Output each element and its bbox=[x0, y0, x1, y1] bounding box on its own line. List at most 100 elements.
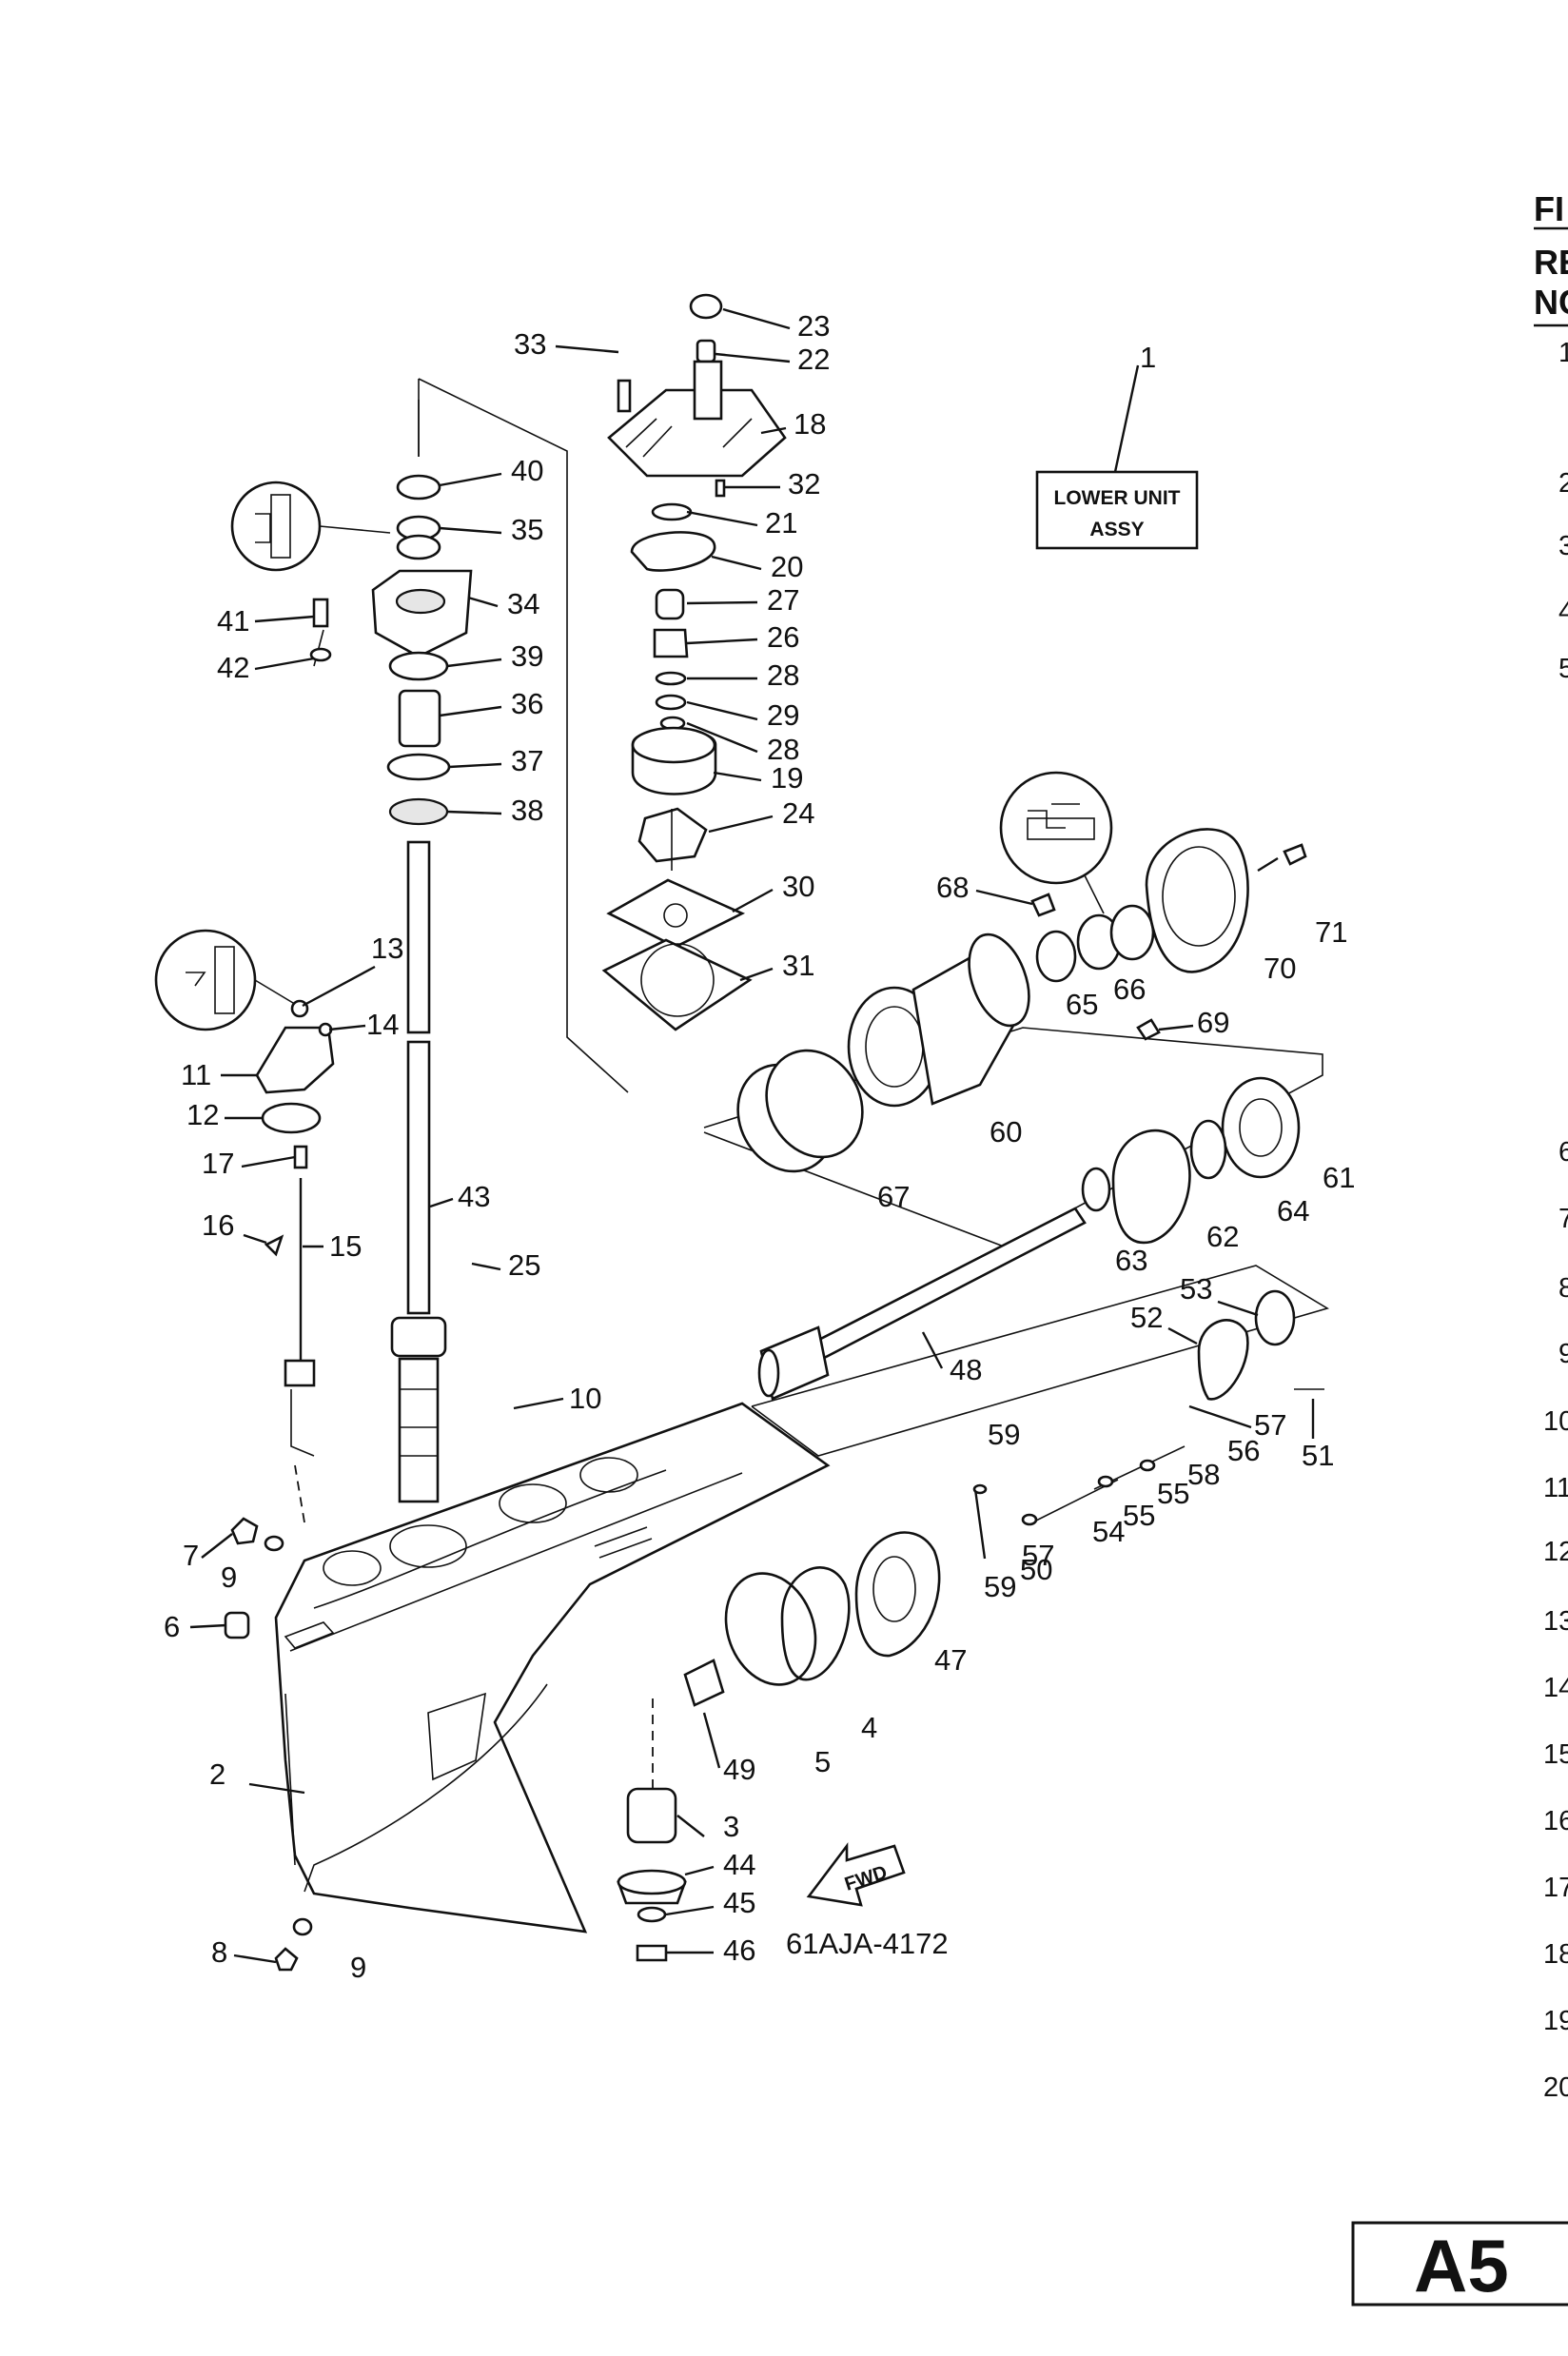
propeller-shaft-frame bbox=[751, 1265, 1329, 1457]
table-row-number: 5 bbox=[1558, 654, 1568, 684]
table-row-number: 7 bbox=[1558, 1204, 1568, 1234]
callout-66: 66 bbox=[1113, 972, 1146, 1006]
callout-18: 18 bbox=[794, 407, 826, 441]
callout-48: 48 bbox=[950, 1353, 982, 1386]
callout-leader bbox=[708, 815, 774, 834]
callout-leader bbox=[254, 615, 315, 623]
callout-54: 54 bbox=[1092, 1515, 1125, 1548]
callout-leader bbox=[429, 1197, 454, 1208]
callout-leader bbox=[686, 721, 758, 754]
callout-59: 59 bbox=[984, 1570, 1016, 1603]
callout-leader bbox=[711, 555, 762, 571]
callout-44: 44 bbox=[723, 1848, 755, 1881]
callout-11: 11 bbox=[181, 1058, 211, 1091]
callout-leader bbox=[1167, 1326, 1198, 1345]
callout-47: 47 bbox=[934, 1643, 967, 1677]
callout-5: 5 bbox=[814, 1745, 831, 1778]
table-row-number: 17 bbox=[1543, 1873, 1568, 1903]
page-badge: A5 bbox=[1351, 2221, 1568, 2307]
callout-leader bbox=[739, 967, 774, 982]
callout-64: 64 bbox=[1277, 1194, 1309, 1227]
callout-leader bbox=[665, 1905, 715, 1916]
callout-61: 61 bbox=[1323, 1161, 1355, 1194]
callout-leader bbox=[732, 888, 774, 913]
callout-leader bbox=[760, 426, 787, 435]
callout-65: 65 bbox=[1066, 988, 1098, 1021]
pinion-stack bbox=[617, 1787, 687, 1962]
callout-39: 39 bbox=[511, 639, 543, 673]
callout-1: 1 bbox=[1140, 341, 1156, 374]
callout-42: 42 bbox=[217, 651, 249, 684]
callout-55: 55 bbox=[1123, 1499, 1155, 1532]
callout-leader bbox=[555, 344, 619, 354]
callout-67: 67 bbox=[877, 1180, 910, 1213]
callout-13: 13 bbox=[371, 932, 403, 965]
callout-leader bbox=[302, 965, 376, 1008]
callout-leader bbox=[248, 1782, 305, 1795]
callout-28: 28 bbox=[767, 658, 799, 692]
callout-leader bbox=[243, 1233, 267, 1245]
callout-41: 41 bbox=[217, 604, 249, 638]
table-row-number: 1 bbox=[1558, 338, 1568, 368]
table-row-number: 6 bbox=[1558, 1137, 1568, 1168]
callout-15: 15 bbox=[329, 1229, 362, 1263]
callout-22: 22 bbox=[797, 343, 830, 376]
callout-20: 20 bbox=[771, 550, 803, 583]
callout-leader bbox=[513, 1397, 564, 1410]
callout-3: 3 bbox=[723, 1810, 739, 1843]
callout-leader bbox=[921, 1331, 944, 1369]
table-row-number: 13 bbox=[1543, 1606, 1568, 1637]
callout-leader bbox=[676, 1815, 705, 1837]
callout-26: 26 bbox=[767, 620, 799, 654]
table-row-number: 20 bbox=[1543, 2072, 1568, 2103]
callout-leader bbox=[722, 307, 791, 330]
table-row-number: 15 bbox=[1543, 1739, 1568, 1770]
callout-leader bbox=[713, 771, 762, 782]
callout-leader bbox=[448, 762, 502, 769]
callout-43: 43 bbox=[458, 1180, 490, 1213]
callout-leader bbox=[446, 658, 502, 668]
fwd-arrow-icon: FWD bbox=[806, 1842, 906, 1907]
callout-32: 32 bbox=[788, 467, 820, 501]
callout-53: 53 bbox=[1180, 1272, 1212, 1306]
callout-17: 17 bbox=[202, 1147, 234, 1180]
callout-leader bbox=[439, 705, 502, 717]
callout-21: 21 bbox=[765, 506, 797, 540]
page-badge-label: A5 bbox=[1414, 2224, 1509, 2307]
callout-12: 12 bbox=[186, 1098, 219, 1131]
callout-46: 46 bbox=[723, 1934, 755, 1967]
callout-57: 57 bbox=[1022, 1539, 1054, 1572]
callout-leader bbox=[233, 1954, 277, 1964]
callout-leader bbox=[1188, 1404, 1252, 1429]
callout-8: 8 bbox=[211, 1935, 227, 1969]
callout-68: 68 bbox=[936, 871, 969, 904]
callout-4: 4 bbox=[861, 1711, 877, 1744]
callout-70: 70 bbox=[1264, 952, 1296, 985]
callout-58: 58 bbox=[1187, 1458, 1220, 1491]
callout-leader bbox=[439, 472, 502, 487]
table-row-number: 19 bbox=[1543, 2006, 1568, 2036]
drive-shaft-assembly bbox=[309, 400, 473, 1503]
callout-6: 6 bbox=[164, 1610, 180, 1643]
callout-38: 38 bbox=[511, 794, 543, 827]
callout-leader bbox=[684, 1865, 715, 1876]
callout-2: 2 bbox=[209, 1757, 225, 1791]
callout-9: 9 bbox=[221, 1561, 237, 1594]
callout-40: 40 bbox=[511, 454, 543, 487]
table-header-no: NC bbox=[1534, 283, 1568, 322]
callout-leader bbox=[1158, 1024, 1194, 1031]
callout-60: 60 bbox=[990, 1115, 1022, 1149]
callout-leader bbox=[254, 657, 315, 671]
callout-leader bbox=[201, 1533, 233, 1559]
callout-leader bbox=[328, 1024, 366, 1031]
callout-37: 37 bbox=[511, 744, 543, 777]
callout-leader bbox=[439, 526, 502, 535]
callout-leader bbox=[471, 1262, 501, 1271]
table-row-number: 2 bbox=[1558, 468, 1568, 499]
callout-9: 9 bbox=[350, 1951, 366, 1984]
callout-23: 23 bbox=[797, 309, 830, 343]
callout-leader bbox=[241, 1155, 296, 1168]
callout-27: 27 bbox=[767, 583, 799, 617]
